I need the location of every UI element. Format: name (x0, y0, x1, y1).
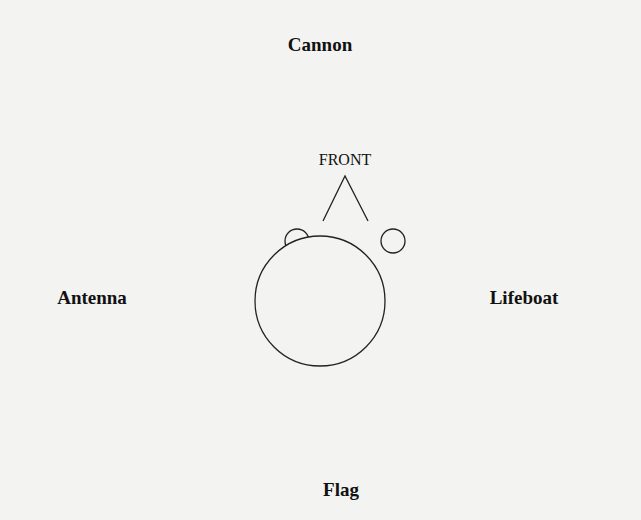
direction-label: Antenna (57, 288, 127, 309)
head-circle (255, 236, 385, 366)
direction-label: Lifeboat (490, 288, 559, 309)
nose-triangle (323, 176, 368, 221)
direction-label: Cannon (288, 35, 352, 56)
direction-label: Flag (323, 480, 359, 501)
front-label: FRONT (319, 151, 371, 169)
right-ear (381, 229, 405, 253)
